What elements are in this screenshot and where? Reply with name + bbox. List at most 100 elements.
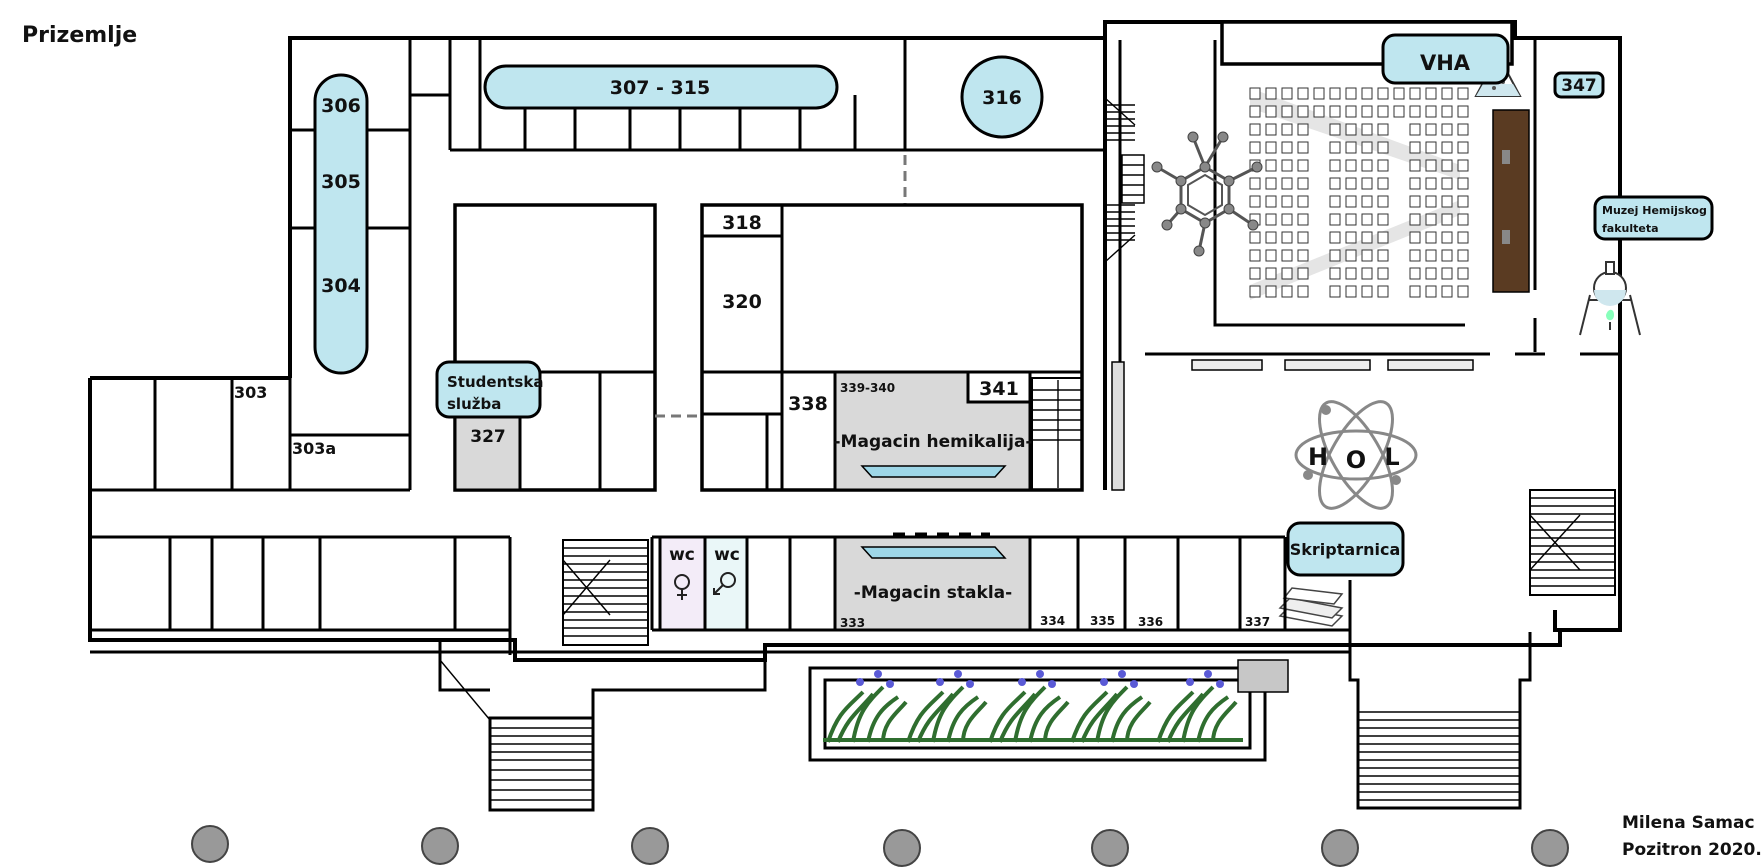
- seat: [1409, 159, 1421, 172]
- seat: [1377, 249, 1389, 262]
- room-303a: 303a: [292, 439, 336, 458]
- seat: [1441, 105, 1453, 118]
- seat: [1377, 87, 1389, 100]
- seat: [1345, 105, 1357, 118]
- highlight-shapes: [313, 33, 1714, 577]
- entrance-stairs-left: [438, 640, 767, 812]
- floor-title: Prizemlje: [22, 23, 137, 48]
- seat: [1425, 141, 1437, 154]
- seat: [1425, 231, 1437, 244]
- seat: [1457, 195, 1469, 208]
- labels: Prizemlje 306 305 304 303 303a 307 - 315…: [22, 23, 1762, 860]
- seat: [1409, 177, 1421, 190]
- studentska-sluzba-line2: služba: [447, 395, 501, 413]
- seat: [1457, 249, 1469, 262]
- wc-male-label: wc: [714, 545, 740, 565]
- seat: [1361, 195, 1373, 208]
- credit-org-year: Pozitron 2020.: [1622, 840, 1762, 860]
- seat: [1265, 213, 1277, 226]
- seat: [1409, 141, 1421, 154]
- seat: [1377, 213, 1389, 226]
- seat: [1361, 141, 1373, 154]
- seat: [1409, 213, 1421, 226]
- seat: [1281, 123, 1293, 136]
- lecture-seats: [1249, 87, 1469, 298]
- seat: [1297, 105, 1309, 118]
- seat: [1313, 87, 1325, 100]
- seat: [1329, 177, 1341, 190]
- seat: [1441, 249, 1453, 262]
- seat: [1345, 285, 1357, 298]
- stairs-341: [1031, 377, 1083, 491]
- seat: [1361, 249, 1373, 262]
- seat: [1297, 87, 1309, 100]
- seat: [1281, 195, 1293, 208]
- seat: [1425, 267, 1437, 280]
- seat: [1441, 267, 1453, 280]
- room-307-315: 307 - 315: [610, 77, 710, 99]
- seat: [1281, 231, 1293, 244]
- seat: [1329, 195, 1341, 208]
- seat: [1441, 213, 1453, 226]
- muzej-line2: fakulteta: [1602, 222, 1659, 235]
- seat: [1297, 285, 1309, 298]
- seat: [1441, 123, 1453, 136]
- room-318: 318: [722, 212, 762, 234]
- seat: [1281, 249, 1293, 262]
- hall-left-wall: [1103, 38, 1145, 491]
- seat: [1441, 195, 1453, 208]
- seat: [1361, 267, 1373, 280]
- seat: [1281, 87, 1293, 100]
- seat: [1377, 285, 1389, 298]
- seat: [1409, 249, 1421, 262]
- hol-letter-o: O: [1346, 446, 1366, 474]
- seat: [1409, 267, 1421, 280]
- room-338: 338: [788, 393, 828, 415]
- seat: [1457, 87, 1469, 100]
- seat: [1329, 159, 1341, 172]
- seat: [1345, 267, 1357, 280]
- seat: [1329, 267, 1341, 280]
- bottom-block: [90, 488, 1350, 655]
- seat: [1329, 123, 1341, 136]
- room-320: 320: [722, 291, 762, 313]
- seat: [1425, 87, 1437, 100]
- seat: [1345, 87, 1357, 100]
- seat: [1457, 177, 1469, 190]
- seat: [1457, 267, 1469, 280]
- seat: [1457, 123, 1469, 136]
- seat: [1297, 177, 1309, 190]
- female-symbol-icon: [674, 574, 690, 600]
- seat: [1265, 267, 1277, 280]
- muzej-line1: Muzej Hemijskog: [1602, 204, 1707, 217]
- seat: [1265, 285, 1277, 298]
- seat: [1249, 141, 1261, 154]
- seat: [1249, 231, 1261, 244]
- room-304: 304: [321, 275, 361, 297]
- seat: [1297, 213, 1309, 226]
- seat: [1281, 213, 1293, 226]
- seat: [1281, 177, 1293, 190]
- seat: [1377, 123, 1389, 136]
- hol-letter-l: L: [1384, 443, 1399, 471]
- seat: [1425, 195, 1437, 208]
- room-341: 341: [979, 378, 1019, 400]
- seat: [1441, 231, 1453, 244]
- seat: [1345, 141, 1357, 154]
- seat: [1313, 105, 1325, 118]
- room-336: 336: [1138, 615, 1163, 629]
- skriptarnica-label: Skriptarnica: [1290, 540, 1400, 559]
- seat: [1457, 159, 1469, 172]
- seat: [1345, 195, 1357, 208]
- seat: [1361, 177, 1373, 190]
- magacin-hemikalija-label: -Magacin hemikalija-: [834, 432, 1033, 452]
- middle-block: [453, 203, 1084, 492]
- seat: [1329, 87, 1341, 100]
- seat: [1377, 141, 1389, 154]
- room-316: 316: [982, 87, 1022, 109]
- seat: [1345, 177, 1357, 190]
- seat: [1457, 285, 1469, 298]
- seat: [1457, 231, 1469, 244]
- stairs-right: [1529, 489, 1616, 596]
